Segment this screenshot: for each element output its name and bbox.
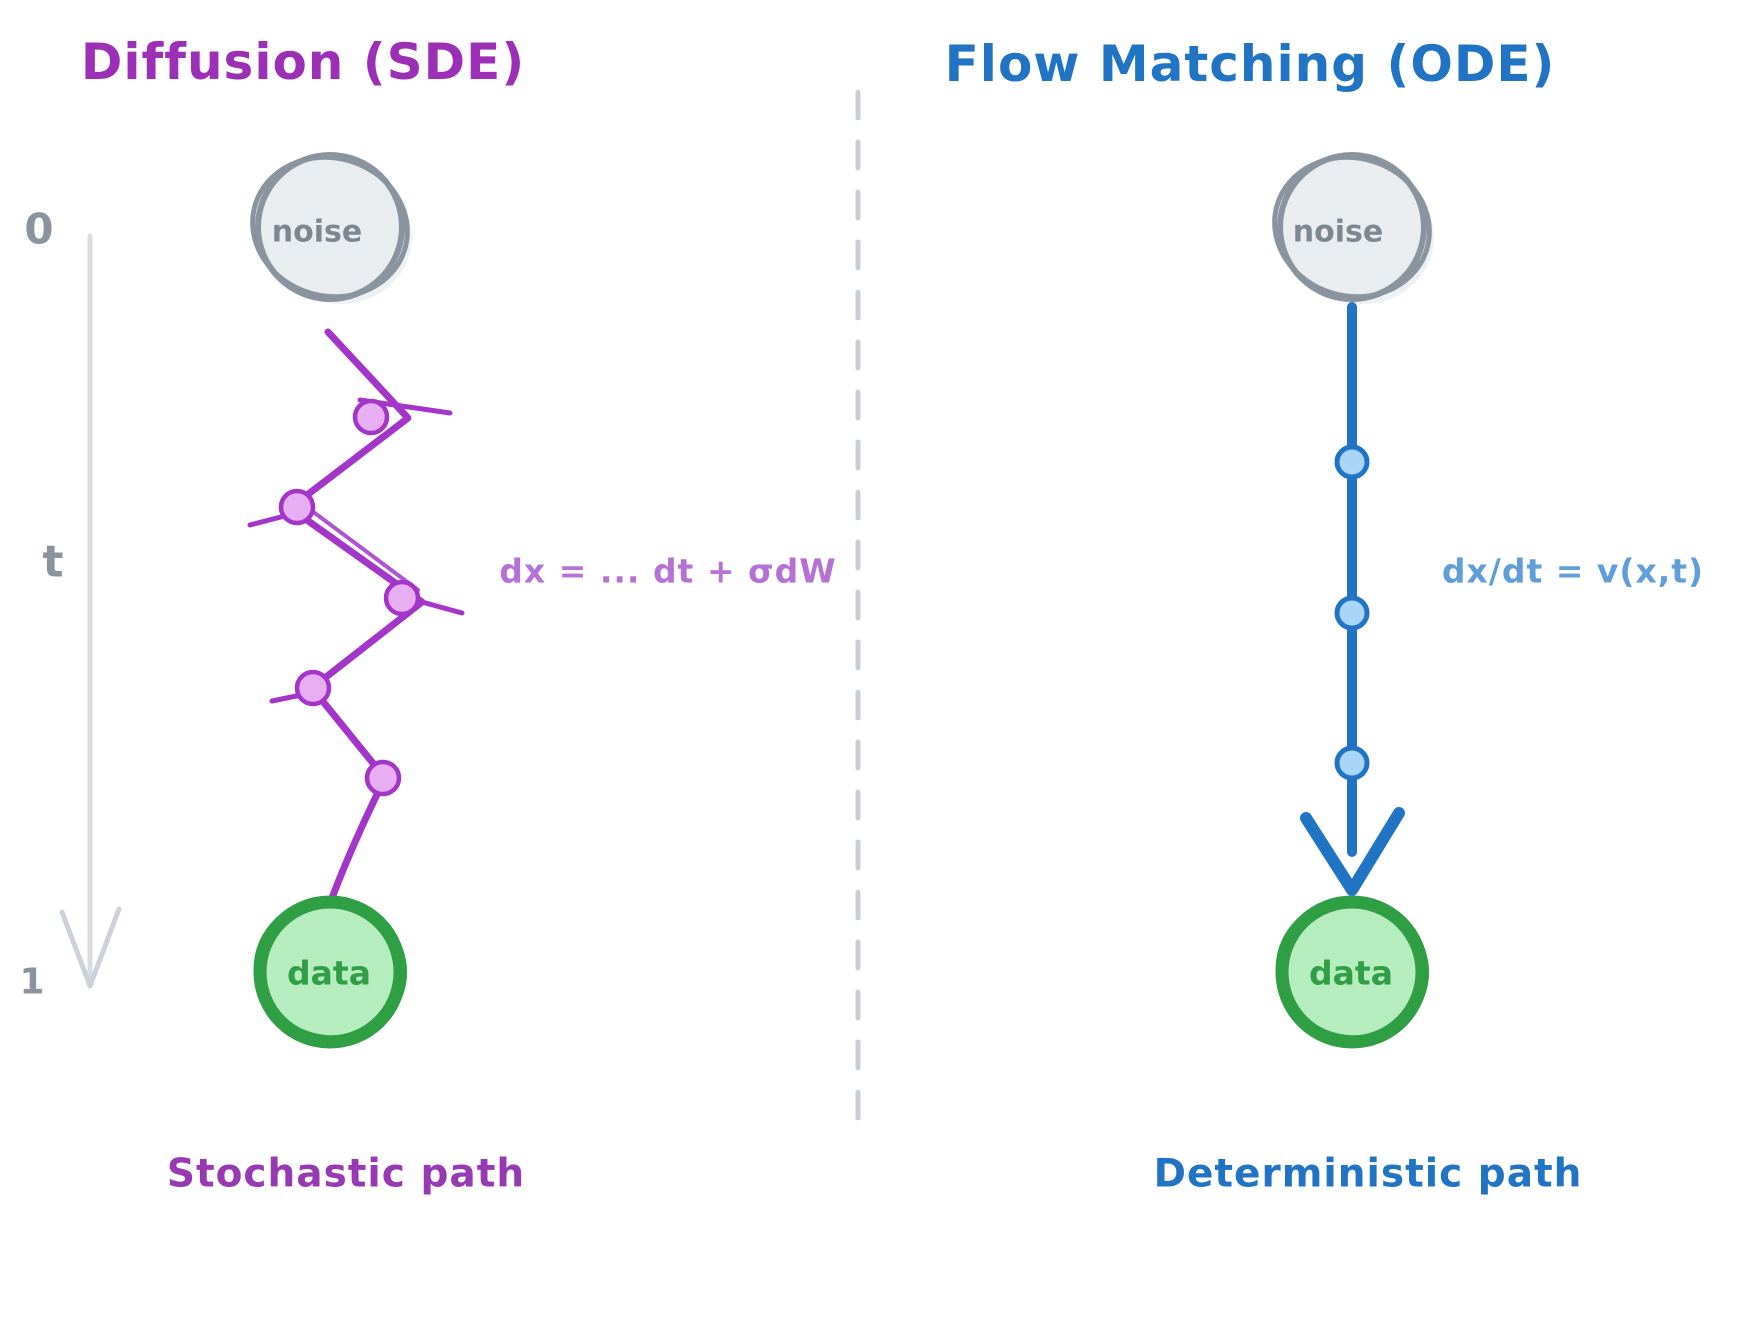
ode-deterministic-path — [1300, 302, 1405, 896]
ode-noise-node — [1272, 152, 1434, 304]
ode-path-sample-dots — [1334, 444, 1370, 781]
sde-sample-dot-2 — [278, 488, 316, 526]
sde-caption: Stochastic path — [166, 1151, 526, 1197]
ode-noise-node-label: noise — [1292, 214, 1384, 250]
ode-sample-dot-1 — [1334, 444, 1370, 480]
sde-path-double-stroke — [298, 500, 420, 592]
ode-data-node — [1275, 895, 1430, 1049]
sde-data-node — [253, 895, 408, 1049]
sde-path-sample-dots — [278, 398, 421, 797]
noise-node-sketch-stroke — [1272, 154, 1432, 300]
data-node-sketch-stroke — [1275, 898, 1430, 1042]
right-panel-title: Flow Matching (ODE) — [944, 35, 1556, 93]
time-axis — [59, 233, 122, 989]
ode-sample-dot-3 — [1334, 745, 1370, 781]
time-axis-end-label: 1 — [19, 961, 45, 1003]
sde-noise-node-label: noise — [271, 214, 363, 250]
left-panel-title: Diffusion (SDE) — [80, 33, 526, 91]
time-axis-arrowhead-icon — [59, 906, 122, 989]
ode-path-arrowhead-icon — [1300, 807, 1405, 896]
ode-caption: Deterministic path — [1153, 1151, 1583, 1197]
sde-sample-dot-1 — [352, 398, 390, 436]
time-axis-start-label: 0 — [24, 204, 54, 254]
data-node-sketch-stroke — [253, 898, 408, 1042]
sde-stochastic-path — [247, 328, 465, 902]
noise-node-sketch-stroke — [250, 154, 410, 300]
sde-sample-dot-4 — [294, 669, 332, 707]
sde-sample-dot-3 — [383, 579, 421, 617]
sde-sample-dot-5 — [364, 759, 402, 797]
sde-data-node-label: data — [287, 953, 371, 993]
ode-data-node-label: data — [1309, 953, 1393, 993]
ode-equation: dx/dt = v(x,t) — [1441, 551, 1705, 591]
time-axis-mid-label: t — [42, 536, 64, 588]
sde-path-line — [286, 328, 426, 902]
sde-noise-node — [250, 152, 412, 304]
sde-equation: dx = ... dt + σdW — [499, 551, 837, 591]
ode-sample-dot-2 — [1334, 595, 1370, 631]
